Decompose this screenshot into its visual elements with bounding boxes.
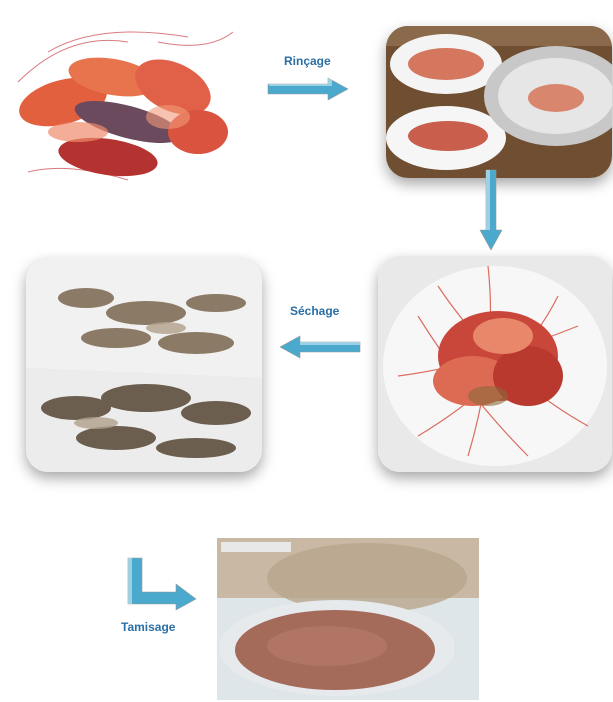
down-arrow — [478, 168, 504, 252]
rinsed-shrimp-plates-photo — [386, 26, 612, 178]
rincage-label: Rinçage — [284, 54, 331, 68]
sieved-powder-dish-photo — [217, 538, 479, 700]
raw-shrimp-photo — [8, 22, 240, 194]
sechage-label: Séchage — [290, 304, 339, 318]
dried-shrimp-on-paper-photo — [26, 258, 262, 472]
right-arrow — [266, 76, 350, 102]
l-shaped-arrow — [124, 556, 198, 612]
tamisage-label: Tamisage — [121, 620, 175, 634]
left-arrow — [276, 334, 362, 360]
shrimp-pile-plate-photo — [378, 256, 612, 472]
